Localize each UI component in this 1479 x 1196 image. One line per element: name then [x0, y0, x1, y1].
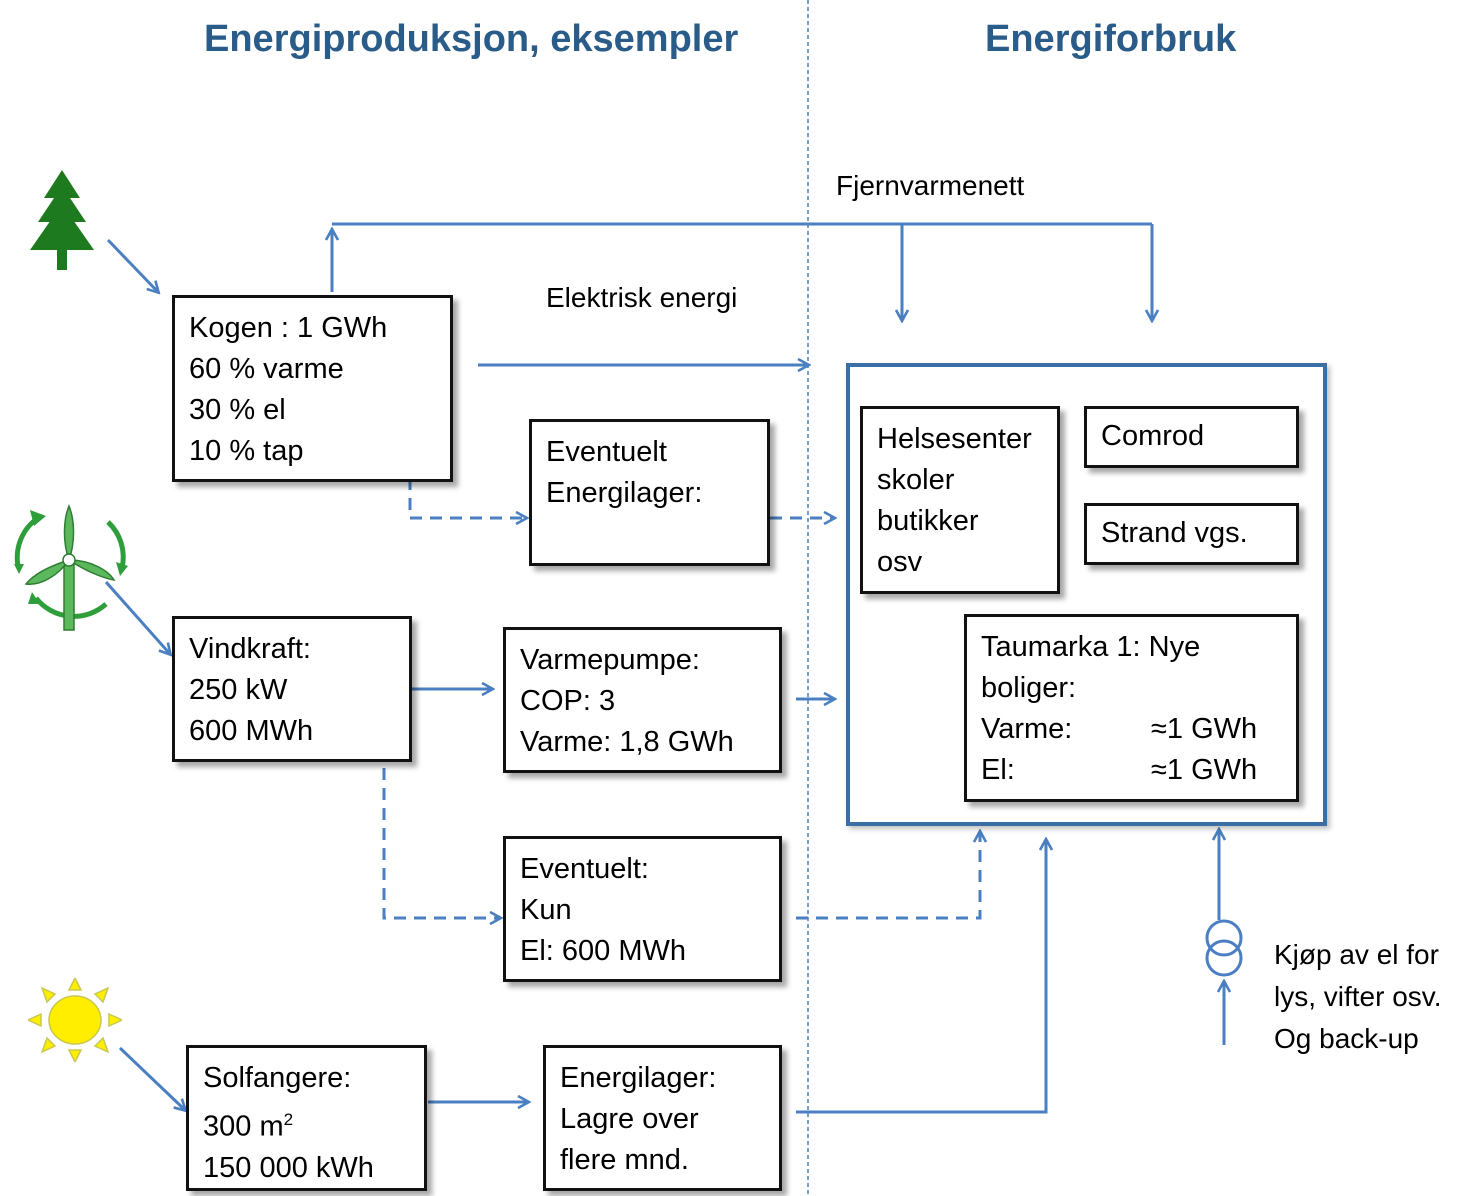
tree-arrow [106, 238, 158, 292]
solfangere-line-3: 150 000 kWh [203, 1151, 374, 1184]
energilager-optional-line-1: Eventuelt [546, 436, 667, 468]
vindkraft-box: Vindkraft: 250 kW 600 MWh [172, 616, 412, 762]
grid-purchase-line-3: Og back-up [1274, 1023, 1419, 1054]
kogen-line-2: 60 % varme [189, 353, 344, 385]
solfangere-line-2: 300 m2 [203, 1099, 410, 1148]
kogen-box: Kogen : 1 GWh 60 % varme 30 % el 10 % ta… [172, 295, 453, 482]
consumers-group [846, 363, 1327, 826]
solfangere-line-1: Solfangere: [203, 1062, 352, 1094]
taumarka-heat-label: Varme: [981, 713, 1073, 745]
sun-icon [28, 978, 122, 1062]
comrod-label: Comrod [1101, 420, 1205, 452]
sun-arrow [118, 1046, 185, 1110]
comrod-box: Comrod [1084, 406, 1299, 468]
production-heading: Energiproduksjon, eksempler [204, 18, 739, 60]
varmepumpe-line-1: Varmepumpe: [520, 644, 700, 676]
varmepumpe-box: Varmepumpe: COP: 3 Varme: 1,8 GWh [503, 627, 782, 773]
taumarka-el-label: El: [981, 754, 1015, 786]
grid-purchase-line-2: lys, vifter osv. [1274, 981, 1442, 1012]
kun-el-box: Eventuelt: Kun El: 600 MWh [503, 836, 782, 982]
vindkraft-line-3: 600 MWh [189, 715, 314, 747]
taumarka-heat-row: Varme: ≈1 GWh [981, 709, 1282, 750]
district-heating-label: Fjernvarmenett [836, 170, 1025, 201]
wind-to-el-dashed [382, 768, 500, 918]
energilager-line-3: flere mnd. [560, 1144, 689, 1176]
kun-el-line-1: Eventuelt: [520, 853, 649, 885]
wind-arrow [104, 581, 170, 654]
taumarka-heat-value: ≈1 GWh [1151, 713, 1258, 745]
energilager-box: Energilager: Lagre over flere mnd. [543, 1045, 782, 1191]
taumarka-box: Taumarka 1: Nye boliger: Varme: ≈1 GWh E… [964, 614, 1299, 802]
taumarka-line-1: Taumarka 1: Nye [981, 631, 1201, 663]
strand-label: Strand vgs. [1101, 517, 1248, 549]
energilager-line-2: Lagre over [560, 1103, 699, 1135]
kogen-line-3: 30 % el [189, 394, 286, 426]
electric-energy-label: Elektrisk energi [546, 282, 738, 313]
helsesenter-line-4: osv [877, 546, 923, 578]
vindkraft-line-1: Vindkraft: [189, 633, 311, 665]
helsesenter-box: Helsesenter skoler butikker osv [860, 406, 1060, 594]
el-to-consumers-dashed [796, 832, 980, 920]
helsesenter-line-1: Helsesenter [877, 423, 1032, 455]
solfangere-area-exponent: 2 [283, 1110, 294, 1129]
kun-el-line-3: El: 600 MWh [520, 935, 686, 967]
vindkraft-line-2: 250 kW [189, 674, 288, 706]
consumption-heading: Energiforbruk [985, 18, 1237, 60]
taumarka-el-value: ≈1 GWh [1151, 754, 1258, 786]
solfangere-area: 300 m [203, 1110, 284, 1143]
energilager-optional-line-2: Energilager: [546, 477, 703, 509]
transformer-icon [1205, 919, 1243, 977]
varmepumpe-line-2: COP: 3 [520, 685, 616, 717]
grid-purchase-label: Kjøp av el for lys, vifter osv. Og back-… [1274, 934, 1442, 1060]
varmepumpe-line-3: Varme: 1,8 GWh [520, 726, 734, 758]
kogen-line-4: 10 % tap [189, 435, 304, 467]
solfangere-box: Solfangere: 300 m2 150 000 kWh [186, 1045, 427, 1191]
wind-turbine-icon [14, 504, 128, 631]
kun-el-line-2: Kun [520, 894, 572, 926]
strand-box: Strand vgs. [1084, 503, 1299, 565]
kogen-line-1: Kogen : 1 GWh [189, 312, 388, 344]
kogen-to-storage-dashed [408, 478, 526, 518]
helsesenter-line-2: skoler [877, 464, 955, 496]
grid-purchase-line-1: Kjøp av el for [1274, 939, 1439, 970]
energilager-line-1: Energilager: [560, 1062, 717, 1094]
helsesenter-line-3: butikker [877, 505, 979, 537]
taumarka-line-2: boliger: [981, 672, 1077, 704]
taumarka-el-row: El: ≈1 GWh [981, 750, 1282, 791]
tree-icon [30, 170, 94, 270]
storage-to-consumers-line [796, 840, 1046, 1114]
energilager-optional-box: Eventuelt Energilager: [529, 419, 770, 566]
